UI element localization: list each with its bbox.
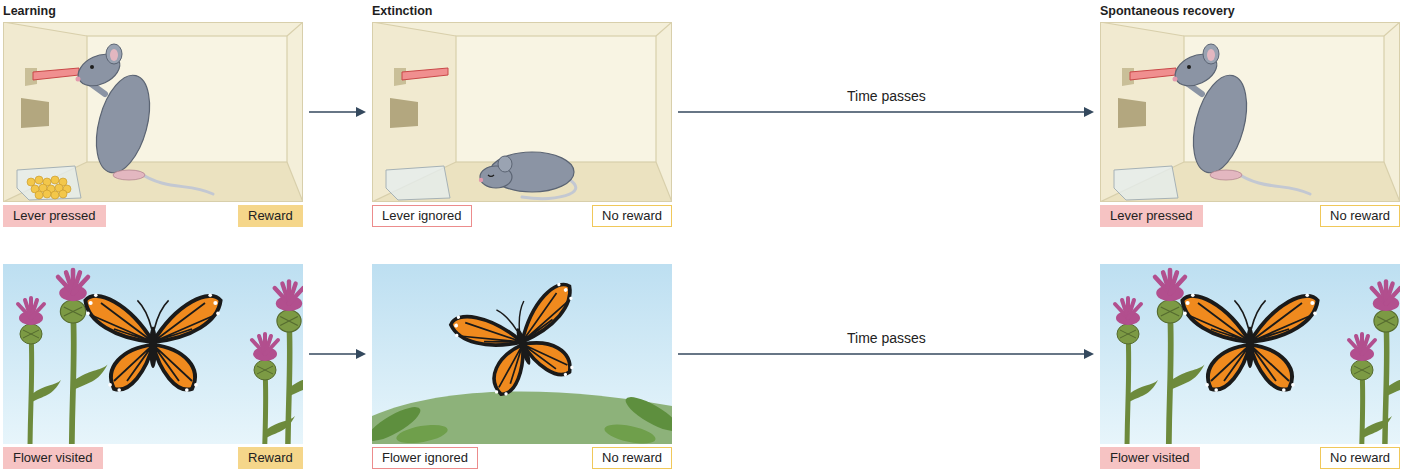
- tag-text: No reward: [1330, 208, 1390, 223]
- tag-text: Flower ignored: [382, 450, 468, 465]
- scene-panel: Spontaneous recoveryLever pressedNo rewa…: [1100, 22, 1400, 227]
- arrow-line: [678, 111, 1086, 113]
- arrow-head: [1084, 349, 1094, 359]
- outcome-tag: No reward: [1320, 447, 1400, 469]
- tag-text: No reward: [1330, 450, 1390, 465]
- outcome-tag: No reward: [1320, 205, 1400, 227]
- arrow-head: [1084, 107, 1094, 117]
- scene-panel: LearningLever pressedReward: [3, 22, 303, 227]
- transition-arrow: [678, 349, 1094, 359]
- scene-panel: Flower visited Reward: [3, 264, 303, 469]
- arrow-line: [309, 353, 358, 355]
- outcome-tag: Lever pressed: [3, 205, 106, 227]
- tag-text: Lever pressed: [1110, 208, 1192, 223]
- outcome-tag: Reward: [238, 447, 303, 469]
- transition-arrow: [678, 107, 1094, 117]
- outcome-tag: No reward: [592, 205, 672, 227]
- edge-label: Time passes: [847, 88, 926, 104]
- tag-text: Lever ignored: [382, 208, 462, 223]
- tag-text: No reward: [602, 450, 662, 465]
- scene-panel: Flower ignored No reward: [372, 264, 672, 469]
- arrow-head: [356, 107, 366, 117]
- scene-panel: ExtinctionLever ignoredNo reward: [372, 22, 672, 227]
- outcome-tag: Lever ignored: [372, 205, 472, 227]
- outcome-tag: No reward: [592, 447, 672, 469]
- arrow-head: [356, 349, 366, 359]
- tag-text: Reward: [248, 208, 293, 223]
- tag-text: Flower visited: [13, 450, 92, 465]
- scene-panel: Flower visited No reward: [1100, 264, 1400, 469]
- transition-arrow: [309, 107, 366, 117]
- outcome-tag: Lever pressed: [1100, 205, 1203, 227]
- tag-text: Flower visited: [1110, 450, 1189, 465]
- transition-arrow: [309, 349, 366, 359]
- outcome-tag: Reward: [238, 205, 303, 227]
- tag-text: No reward: [602, 208, 662, 223]
- column-heading: Extinction: [372, 4, 432, 18]
- arrow-line: [309, 111, 358, 113]
- column-heading: Learning: [3, 4, 56, 18]
- column-heading: Spontaneous recovery: [1100, 4, 1235, 18]
- tag-text: Lever pressed: [13, 208, 95, 223]
- edge-label: Time passes: [847, 330, 926, 346]
- arrow-line: [678, 353, 1086, 355]
- outcome-tag: Flower visited: [1100, 447, 1200, 469]
- outcome-tag: Flower visited: [3, 447, 103, 469]
- tag-text: Reward: [248, 450, 293, 465]
- outcome-tag: Flower ignored: [372, 447, 478, 469]
